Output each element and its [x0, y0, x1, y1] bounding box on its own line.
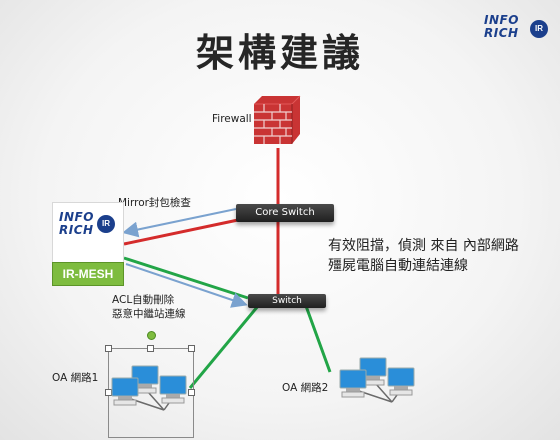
core-switch-label: Core Switch [255, 207, 315, 218]
ir-mesh-label: IR-MESH [52, 262, 124, 286]
note-line1: 有效阻擋，偵測 來自 內部網路 [328, 238, 519, 254]
logo-text-line2: RICH [484, 26, 519, 40]
resize-handle-e[interactable] [188, 389, 195, 396]
selection-box[interactable] [105, 331, 195, 438]
mirror-label: Mirror封包檢查 [118, 197, 191, 209]
device-logo-line1: INFO [59, 210, 94, 224]
oa1-label: OA 網路1 [52, 372, 99, 384]
inforich-logo: INFO RICH IR [484, 14, 554, 44]
mirror-arrow [122, 208, 237, 238]
device-logo-mark: IR [97, 215, 115, 233]
link-switch-oa2 [304, 305, 332, 373]
logo-text-line1: INFO [484, 13, 519, 27]
resize-handle-n[interactable] [147, 345, 154, 352]
acl-label-line1: ACL自動刪除 [112, 294, 175, 306]
link-core-irmesh [123, 218, 239, 246]
oa2-computers-icon [339, 357, 415, 403]
core-switch-icon: Core Switch [236, 204, 334, 222]
device-logo-line2: RICH [59, 223, 94, 237]
oa2-label: OA 網路2 [282, 382, 329, 394]
resize-handle-ne[interactable] [188, 345, 195, 352]
switch-label: Switch [272, 296, 302, 306]
firewall-label: Firewall [212, 113, 252, 125]
acl-label: ACL自動刪除 惡意中繼站連線 [112, 293, 186, 321]
acl-arrow [125, 263, 248, 308]
note-text: 有效阻擋，偵測 來自 內部網路 殭屍電腦自動連結連線 [328, 236, 519, 276]
device-logo-mark-text: IR [102, 219, 110, 228]
oa1-computers-icon [111, 365, 187, 411]
page-title: 架構建議 [195, 31, 364, 75]
note-line2: 殭屍電腦自動連結連線 [328, 258, 468, 274]
rotate-handle[interactable] [147, 331, 156, 340]
acl-label-line2: 惡意中繼站連線 [112, 308, 186, 320]
ir-logo-mark-text: IR [535, 24, 543, 33]
resize-handle-nw[interactable] [105, 345, 112, 352]
firewall-icon [254, 95, 301, 144]
link-irmesh-switch [123, 256, 249, 300]
link-switch-oa1 [188, 305, 260, 389]
switch-icon: Switch [248, 294, 326, 308]
ir-logo-mark: IR [530, 20, 548, 38]
